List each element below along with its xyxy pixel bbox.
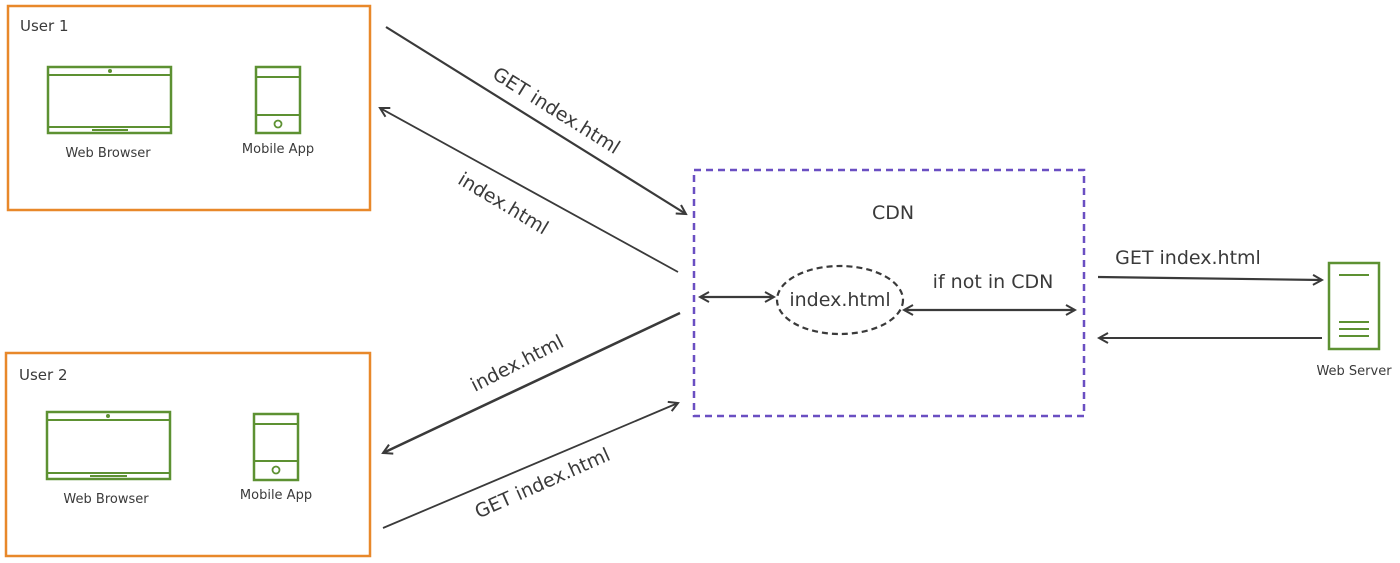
user2-title: User 2 — [19, 366, 68, 384]
user1-mobile-label: Mobile App — [242, 142, 314, 157]
user1-request-label: GET index.html — [489, 63, 624, 159]
user2-browser-icon — [45, 410, 172, 481]
user2-mobile-icon — [252, 412, 300, 482]
server-request-label: GET index.html — [1115, 247, 1261, 269]
cdn-cache-node — [775, 264, 905, 336]
web-server-label: Web Server — [1316, 364, 1392, 379]
user2-request-label: GET index.html — [472, 444, 614, 523]
user2-browser-label: Web Browser — [63, 492, 149, 507]
user1-response-label: index.html — [454, 168, 552, 239]
user1-mobile-icon — [254, 65, 302, 135]
user2-mobile-label: Mobile App — [240, 488, 312, 503]
user2-response-label: index.html — [467, 331, 567, 397]
web-server-icon — [1327, 261, 1381, 351]
user1-box: User 1 Web Browser Mobile App — [6, 4, 372, 212]
user1-title: User 1 — [20, 17, 69, 35]
server-request-arrow — [1097, 277, 1322, 280]
user2-box: User 2 Web Browser Mobile App — [4, 351, 372, 558]
user1-browser-icon — [46, 65, 173, 135]
user1-browser-label: Web Browser — [65, 146, 151, 161]
cdn-title: CDN — [872, 202, 914, 224]
user2-request-arrow — [382, 403, 678, 529]
cdn-cache-label: index.html — [789, 289, 890, 311]
user1-response-arrow — [380, 108, 679, 273]
user1-request-arrow — [385, 26, 686, 214]
cache-miss-label: if not in CDN — [933, 271, 1054, 293]
cdn-box: CDN index.html if not in CDN — [692, 168, 1086, 418]
user2-response-arrow — [383, 311, 681, 453]
